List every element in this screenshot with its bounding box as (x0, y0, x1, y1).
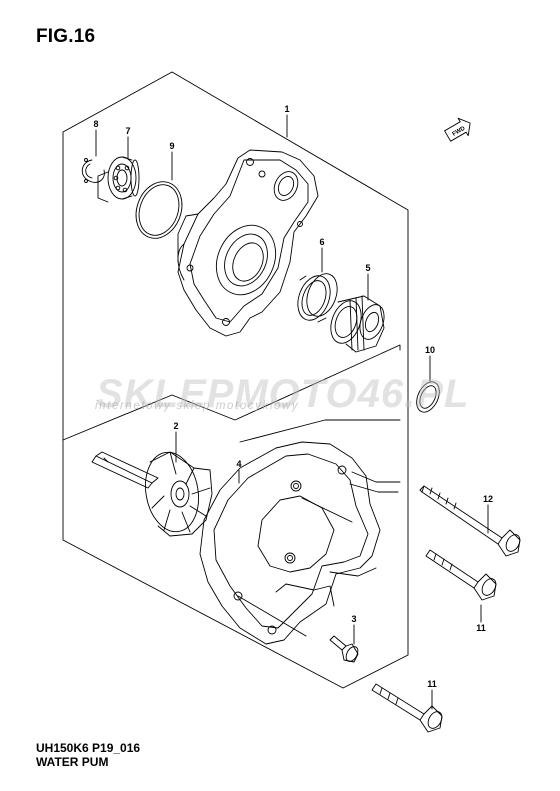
callout-3: 3 (351, 614, 356, 624)
bolt-part-12 (419, 485, 521, 557)
bolt-part-11-upper (425, 549, 497, 601)
callout-4: 4 (236, 459, 241, 469)
callout-7: 7 (125, 126, 130, 136)
figure-title: FIG.16 (36, 26, 96, 47)
bolt-part-11-lower (371, 683, 443, 733)
callout-12: 12 (483, 494, 493, 504)
pump-cover-part-4 (199, 441, 401, 645)
pump-housing-part-1 (177, 149, 319, 337)
callout-11-lower: 11 (427, 679, 437, 689)
fwd-arrow-icon (444, 117, 471, 142)
callout-2: 2 (173, 421, 178, 431)
callout-6: 6 (319, 237, 324, 247)
watermark-tagline: internetowy sklep motocyklowy (95, 400, 300, 412)
assembly-outline (62, 71, 409, 689)
callout-8: 8 (93, 119, 98, 129)
circlip-part-8 (81, 158, 105, 183)
diagram-name: WATER PUM (36, 755, 109, 769)
impeller-part-2 (91, 451, 213, 537)
watermark-logo: SKLEPMOTO46.PL (96, 372, 470, 416)
lower-group-line (239, 419, 401, 443)
callout-5: 5 (365, 263, 370, 273)
callout-10: 10 (425, 345, 435, 355)
diagram-code: UH150K6 P19_016 (36, 741, 141, 755)
callout-1: 1 (284, 104, 289, 114)
bolt-part-3 (329, 635, 359, 663)
o-ring-part-9 (135, 181, 183, 239)
bearing-part-7 (97, 156, 140, 203)
callout-11-upper: 11 (476, 623, 486, 633)
group-separator (62, 344, 401, 441)
o-ring-part-10 (416, 381, 440, 413)
mechanical-seal-part-5 (330, 295, 385, 353)
oil-seal-part-6 (297, 273, 338, 323)
callout-9: 9 (169, 141, 174, 151)
